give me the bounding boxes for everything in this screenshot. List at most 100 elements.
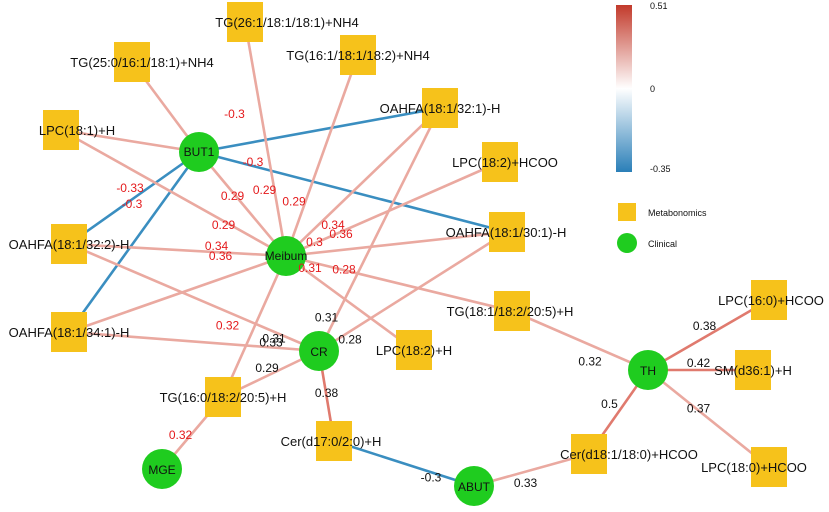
edge-weight-label: 0.34	[205, 239, 229, 253]
clinical-node-cr	[299, 331, 339, 371]
node-label: TG(18:1/18:2/20:5)+H	[447, 304, 574, 319]
metabolite-node-cer18	[571, 434, 607, 474]
node-label: BUT1	[184, 145, 215, 159]
node-label-layer: BUT1MeibumCRMGEABUTTHTG(26:1/18:1/18:1)+…	[9, 15, 824, 494]
edge-Meibum-OAHFA30	[285, 230, 508, 258]
edge-weight-label: 0.32	[169, 428, 193, 442]
edge-BUT1-OAHFA32a	[198, 106, 441, 154]
edge-Meibum-LPC181	[60, 128, 287, 258]
metabolite-node-lpc182h	[396, 330, 432, 370]
clinical-legend-swatch	[617, 233, 637, 253]
edge-weight-label: -0.33	[116, 181, 144, 195]
metabolite-node-oahfa30	[489, 212, 525, 252]
legend: 0.51 0 -0.35 Metabonomics Clinical	[616, 1, 707, 253]
node-label: LPC(16:0)+HCOO	[718, 293, 824, 308]
node-label: TH	[640, 364, 656, 378]
node-label: TG(26:1/18:1/18:1)+NH4	[215, 15, 358, 30]
edge-ABUT-Cer17	[333, 439, 475, 488]
node-label: OAHFA(18:1/32:2)-H	[9, 237, 130, 252]
clinical-node-but1	[179, 132, 219, 172]
edge-TH-LPC180	[647, 368, 770, 469]
edge-weight-label: -0.3	[243, 155, 264, 169]
node-label: LPC(18:2)+H	[376, 343, 452, 358]
edge-Meibum-TG16a	[284, 54, 360, 257]
edge-CR-OAHFA32b	[68, 242, 320, 353]
edge-Meibum-OAHFA34	[68, 254, 287, 334]
edge-weight-label: 0.38	[315, 386, 339, 400]
node-label: TG(16:1/18:1/18:2)+NH4	[286, 48, 429, 63]
edge-weight-label: -0.3	[122, 197, 143, 211]
edge-weight-label: 0.33	[259, 336, 283, 350]
node-label: TG(25:0/16:1/18:1)+NH4	[70, 55, 213, 70]
edge-weight-label: 0.29	[282, 195, 306, 209]
edge-Meibum-TG26	[243, 21, 288, 257]
edge-weight-label: 0.34	[321, 218, 345, 232]
metabolite-node-tg16b	[205, 377, 241, 417]
metabolite-node-oahfa34	[51, 312, 87, 352]
clinical-node-th	[628, 350, 668, 390]
node-label: TG(16:0/18:2/20:5)+H	[160, 390, 287, 405]
edge-weight-label: 0.3	[306, 235, 323, 249]
edge-weight-label: 0.36	[209, 249, 233, 263]
scale-max-label: 0.51	[650, 1, 668, 11]
node-label: OAHFA(18:1/30:1)-H	[446, 225, 567, 240]
edge-weight-label: 0.32	[578, 355, 602, 369]
edge-Meibum-TG18	[285, 254, 513, 313]
edge-weight-label: 0.29	[221, 189, 245, 203]
edge-TH-TG18	[511, 309, 649, 372]
edge-Meibum-OAHFA32b	[68, 242, 287, 258]
edge-weight-label: 0.42	[687, 356, 711, 370]
color-scale-bar	[616, 5, 632, 172]
node-label: Cer(d18:1/18:0)+HCOO	[560, 447, 698, 462]
edge-weight-label: 0.36	[329, 227, 353, 241]
edge-Meibum-OAHFA32a	[285, 107, 441, 257]
edge-weight-label: 0.29	[255, 361, 279, 375]
metabolite-node-tg16a	[340, 35, 376, 75]
clinical-legend-label: Clinical	[648, 239, 677, 249]
node-label: ABUT	[458, 480, 491, 494]
metabolite-node-tg18	[494, 291, 530, 331]
edge-TH-LPC160	[647, 298, 770, 372]
node-label: MGE	[148, 463, 175, 477]
scale-min-label: -0.35	[650, 164, 671, 174]
metabolite-node-lpc182f	[482, 142, 518, 182]
metabolite-legend-label: Metabonomics	[648, 208, 707, 218]
edge-CR-OAHFA34	[68, 330, 320, 353]
node-label: OAHFA(18:1/32:1)-H	[380, 101, 501, 116]
metabolite-legend-swatch	[618, 203, 636, 221]
edge-weight-label: 0.33	[514, 476, 538, 490]
edge-CR-OAHFA32a	[317, 107, 442, 352]
edge-weight-label: 0.37	[687, 402, 711, 416]
node-label: LPC(18:2)+HCOO	[452, 155, 558, 170]
edge-layer	[60, 21, 770, 488]
edge-Meibum-LPC182H	[285, 254, 415, 352]
edge-weight-label: -0.3	[421, 471, 442, 485]
node-label: OAHFA(18:1/34:1)-H	[9, 325, 130, 340]
node-label: LPC(18:1)+H	[39, 123, 115, 138]
metabolite-node-tg26	[227, 2, 263, 42]
edge-weight-label: 0.31	[298, 261, 322, 275]
edge-CR-OAHFA30	[318, 230, 508, 353]
clinical-node-abut	[454, 466, 494, 506]
edge-BUT1-OAHFA34	[67, 151, 201, 333]
edge-weight-label: 0.5	[601, 397, 618, 411]
metabolite-node-sm	[735, 350, 771, 390]
node-layer	[43, 2, 787, 506]
edge-weight-label: 0.28	[338, 333, 362, 347]
metabolite-node-oahfa32a	[422, 88, 458, 128]
edge-weight-label: 0.31	[262, 332, 286, 346]
edge-BUT1-Meibum	[198, 151, 287, 257]
edge-Meibum-LPC182F	[285, 160, 501, 258]
node-label: CR	[310, 345, 328, 359]
edge-weight-label: 0.28	[332, 263, 356, 277]
edge-weight-label: -0.3	[224, 107, 245, 121]
metabolite-node-tg25	[114, 42, 150, 82]
metabolite-node-cer17	[316, 421, 352, 461]
edge-BUT1-OAHFA32b	[68, 150, 200, 246]
clinical-node-meibum	[266, 236, 306, 276]
metabolite-node-lpc160	[751, 280, 787, 320]
edge-weight-label: 0.32	[216, 319, 240, 333]
edge-BUT1-LPC181	[60, 128, 200, 154]
